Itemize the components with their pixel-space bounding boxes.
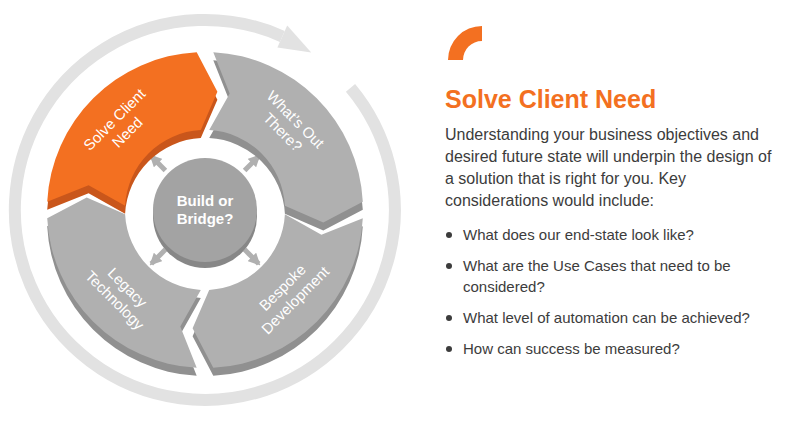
cycle-arc <box>15 20 395 400</box>
bullet-item: What are the Use Cases that need to be c… <box>463 255 783 297</box>
panel-heading: Solve Client Need <box>445 84 785 114</box>
hub-circle: Build or Bridge? <box>153 158 257 262</box>
hub-label: Build or Bridge? <box>165 192 245 228</box>
connector-arrow <box>151 250 165 264</box>
bullet-dot <box>446 263 452 269</box>
panel-body: Understanding your business objectives a… <box>445 124 775 212</box>
connector-arrow <box>245 250 259 264</box>
bullet-item: How can success be measured? <box>463 338 783 359</box>
accent-icon <box>448 26 482 60</box>
bullet-dot <box>446 232 452 238</box>
connector-arrow <box>151 156 165 170</box>
bullet-item: What level of automation can be achieved… <box>463 307 783 328</box>
cycle-arrowhead <box>277 26 311 53</box>
hub-face <box>153 158 257 262</box>
bullet-dot <box>446 315 452 321</box>
bullet-dot <box>446 346 452 352</box>
connector-arrow <box>245 156 259 170</box>
bullet-item: What does our end-state look like? <box>463 224 783 245</box>
